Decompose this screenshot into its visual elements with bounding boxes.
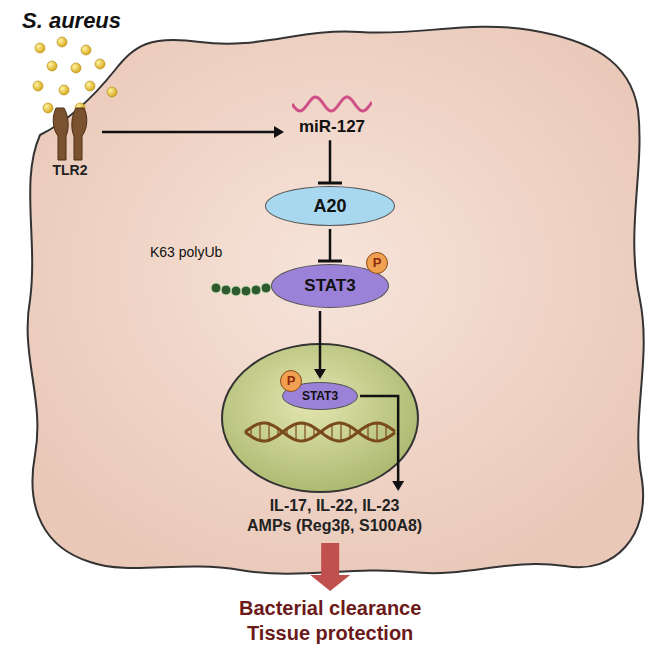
- mirna-strand: [292, 92, 372, 116]
- node-text: IL-17, IL-22, IL-23: [270, 496, 400, 516]
- cell-outline: [28, 27, 644, 574]
- mirna-node: miR-127: [288, 92, 376, 137]
- protein-ellipse: A20: [265, 186, 395, 226]
- ubiquitin-label: K63 polyUb: [150, 244, 222, 260]
- connector: [314, 311, 326, 379]
- node-text: TLR2: [53, 162, 88, 180]
- phospho-mark: P: [366, 252, 388, 274]
- dna-strands: [245, 423, 395, 441]
- connector: [318, 229, 342, 261]
- node-text: AMPs (Reg3β, S100A8): [247, 516, 422, 536]
- tlr2-receptor: [50, 106, 90, 162]
- connector: [318, 140, 342, 183]
- connector: [310, 543, 350, 591]
- node-text: Bacterial clearance: [239, 596, 421, 621]
- node-text: STAT3: [304, 275, 355, 296]
- outcome-text: Bacterial clearanceTissue protection: [233, 594, 427, 648]
- node-text: A20: [313, 195, 346, 218]
- bacteria-dots: [33, 37, 117, 113]
- receptor-node: TLR2: [40, 106, 100, 180]
- node-text: miR-127: [299, 116, 365, 137]
- node-text: Tissue protection: [247, 621, 413, 646]
- ubiquitin-chain: [211, 283, 271, 296]
- organism-label: S. aureus: [22, 8, 121, 34]
- connector: [102, 126, 284, 138]
- connector: [360, 396, 404, 491]
- node-text: STAT3: [302, 389, 338, 404]
- output-text: IL-17, IL-22, IL-23AMPs (Reg3β, S100A8): [241, 494, 428, 538]
- phospho-mark: P: [280, 370, 302, 392]
